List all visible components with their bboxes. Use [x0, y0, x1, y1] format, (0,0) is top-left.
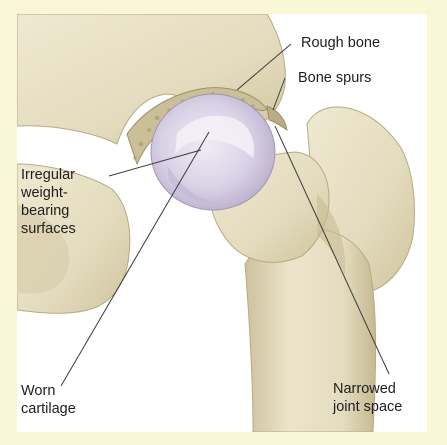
label-bone-spurs: Bone spurs	[298, 69, 371, 87]
label-line: surfaces	[21, 220, 76, 238]
label-line: weight-	[21, 184, 76, 202]
label-line: joint space	[333, 398, 402, 416]
label-irregular-weight-bearing-surfaces: Irregular weight- bearing surfaces	[21, 166, 76, 238]
label-line: cartilage	[21, 400, 76, 418]
bone-spur	[267, 106, 287, 130]
label-line: Narrowed	[333, 380, 402, 398]
femoral-head	[151, 94, 275, 210]
label-worn-cartilage: Worn cartilage	[21, 382, 76, 418]
label-rough-bone: Rough bone	[301, 34, 380, 52]
label-line: Irregular	[21, 166, 76, 184]
label-line: Worn	[21, 382, 76, 400]
label-line: bearing	[21, 202, 76, 220]
illustration-frame: Rough bone Bone spurs Irregular weight- …	[17, 14, 427, 432]
label-narrowed-joint-space: Narrowed joint space	[333, 380, 402, 416]
